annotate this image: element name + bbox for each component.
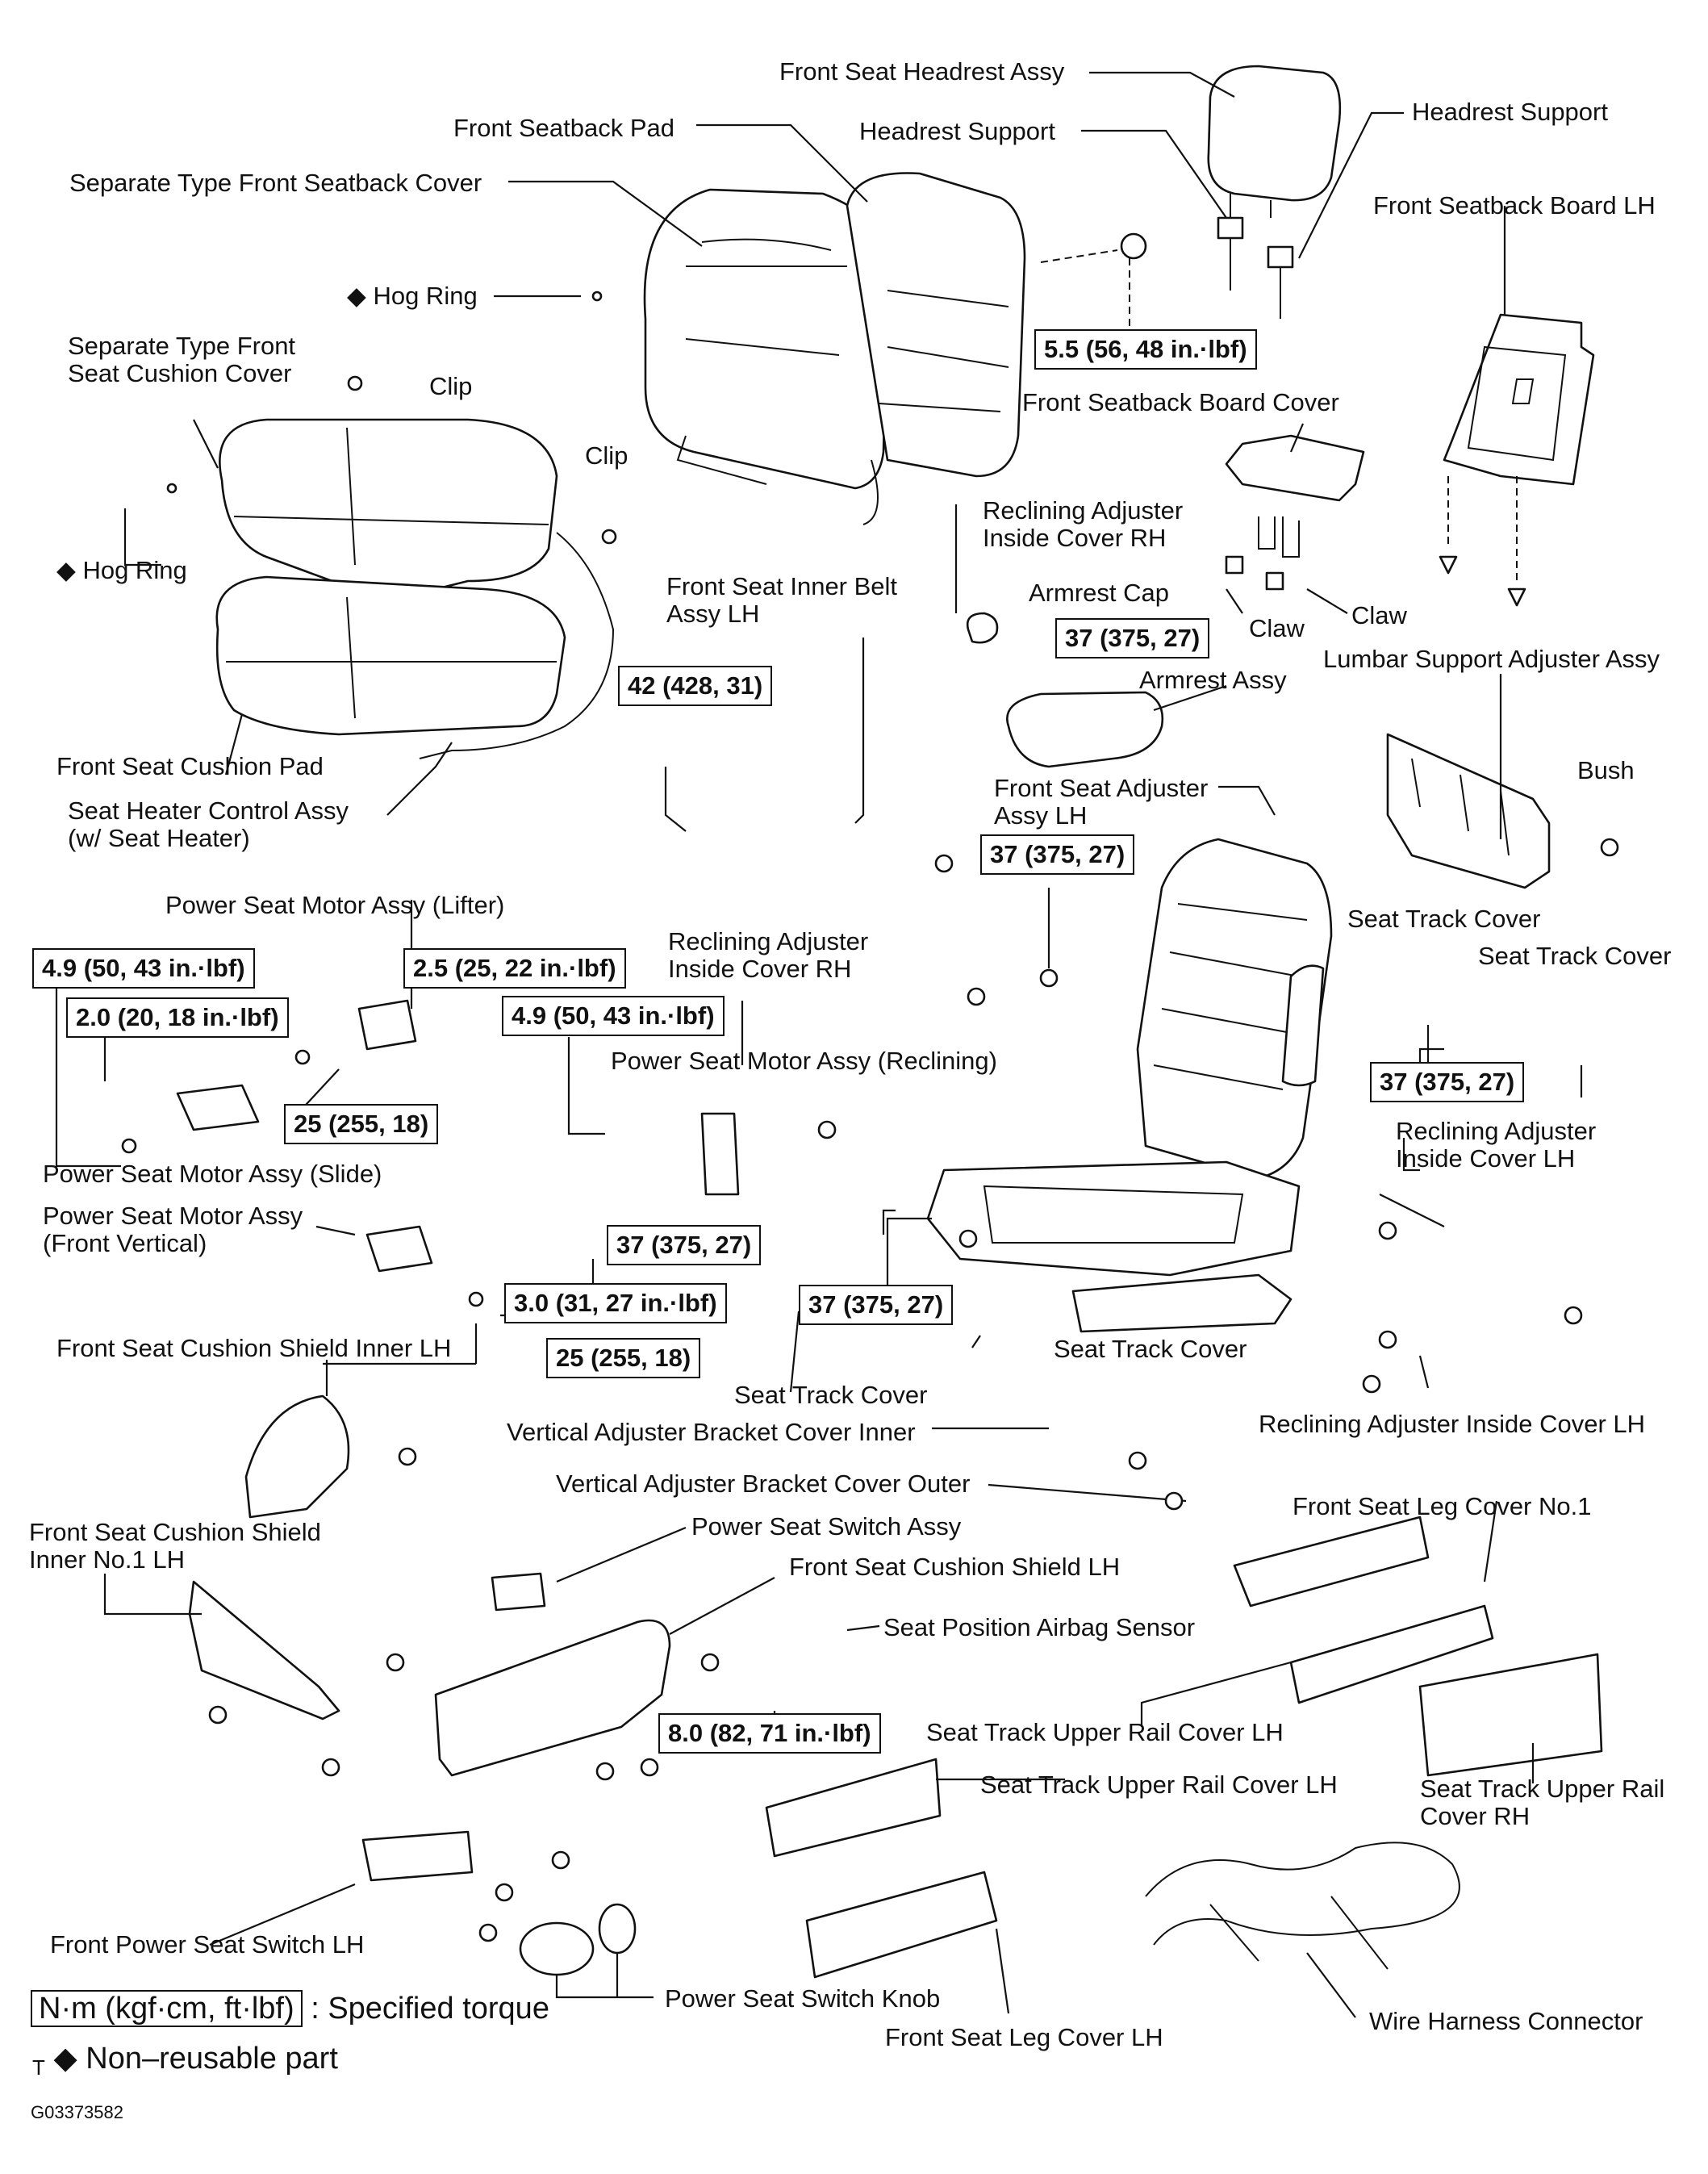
label-reclining-adjuster-inside-cover-lh: Reclining Adjuster Inside Cover LH <box>1396 1117 1597 1173</box>
label-wire-harness-connector: Wire Harness Connector <box>1369 2007 1643 2035</box>
label-seat-track-cover-a: Seat Track Cover <box>1347 905 1541 933</box>
label-seat-track-upper-rail-cover-lh-a: Seat Track Upper Rail Cover LH <box>926 1718 1284 1746</box>
torque-37-center: 37 (375, 27) <box>607 1225 762 1265</box>
torque-2-5: 2.5 (25, 22 in.·lbf) <box>403 948 626 989</box>
label-seat-track-cover-b: Seat Track Cover <box>1478 942 1672 970</box>
label-front-seatback-pad: Front Seatback Pad <box>453 114 674 142</box>
rail-covers-parts <box>765 1516 1603 1979</box>
label-reclining-adjuster-inside-cover-lh-b: Reclining Adjuster Inside Cover LH <box>1259 1410 1646 1438</box>
label-clip-b: Clip <box>585 441 628 470</box>
label-claw-a: Claw <box>1249 614 1305 642</box>
label-headrest-support-right: Headrest Support <box>1412 98 1608 126</box>
label-hog-ring-left: ◆ Hog Ring <box>56 557 187 584</box>
label-separate-type-seatback-cover: Separate Type Front Seatback Cover <box>69 169 482 197</box>
label-front-seat-leg-cover-lh: Front Seat Leg Cover LH <box>885 2023 1163 2051</box>
label-lumbar-support-adjuster-assy: Lumbar Support Adjuster Assy <box>1323 645 1660 673</box>
figure-code: G03373582 <box>31 2102 123 2122</box>
label-headrest-support-left: Headrest Support <box>859 117 1055 145</box>
label-front-seatback-board-lh: Front Seatback Board LH <box>1373 191 1656 219</box>
label-armrest-assy: Armrest Assy <box>1139 666 1287 694</box>
diamond-icon: ◆ <box>347 282 374 310</box>
label-vertical-adjuster-bracket-cover-outer: Vertical Adjuster Bracket Cover Outer <box>556 1470 971 1498</box>
torque-37-lower: 37 (375, 27) <box>799 1285 954 1325</box>
label-claw-b: Claw <box>1351 601 1407 629</box>
shields-parts <box>188 1394 671 1882</box>
seat-cushion-part <box>215 418 615 759</box>
label-front-power-seat-switch-lh: Front Power Seat Switch LH <box>50 1930 365 1959</box>
legend-torque-unit: N·m (kgf·cm, ft·lbf) <box>31 1990 303 2027</box>
label-seat-track-upper-rail-cover-rh: Seat Track Upper Rail Cover RH <box>1420 1775 1665 1830</box>
lumbar-support-part <box>1386 733 1551 889</box>
hog-ring-left-text: Hog Ring <box>82 556 187 584</box>
label-clip-a: Clip <box>429 372 473 400</box>
torque-8-0: 8.0 (82, 71 in.·lbf) <box>658 1713 881 1754</box>
label-power-seat-motor-lifter: Power Seat Motor Assy (Lifter) <box>165 891 505 919</box>
torque-3-0: 3.0 (31, 27 in.·lbf) <box>504 1283 727 1323</box>
headrest-part <box>1207 65 1342 319</box>
torque-42: 42 (428, 31) <box>618 666 773 706</box>
seat-adjuster-frame <box>926 838 1333 1333</box>
seatback-cover-part <box>643 172 1026 525</box>
legend-nonreusable-text: Non–reusable part <box>86 2042 338 2076</box>
armrest-part <box>966 612 1164 768</box>
board-cover-part <box>1225 434 1365 591</box>
torque-25-a: 25 (255, 18) <box>284 1104 439 1144</box>
label-front-seat-cushion-shield-lh: Front Seat Cushion Shield LH <box>789 1553 1121 1581</box>
label-front-seat-cushion-shield-inner-no1-lh: Front Seat Cushion Shield Inner No.1 LH <box>29 1518 321 1574</box>
wire-harness-part <box>1145 1842 1460 1970</box>
label-separate-type-cushion-cover: Separate Type Front Seat Cushion Cover <box>68 332 296 387</box>
torque-4-9-b: 4.9 (50, 43 in.·lbf) <box>502 996 725 1036</box>
label-front-seat-adjuster-assy-lh: Front Seat Adjuster Assy LH <box>994 774 1209 830</box>
label-front-seat-cushion-shield-inner-lh: Front Seat Cushion Shield Inner LH <box>56 1334 452 1362</box>
knobs-parts <box>519 1903 637 1976</box>
torque-25-b: 25 (255, 18) <box>546 1338 701 1378</box>
label-hog-ring-top: ◆ Hog Ring <box>347 282 478 310</box>
label-front-seatback-board-cover: Front Seatback Board Cover <box>1022 388 1339 416</box>
label-front-seat-inner-belt-assy-lh: Front Seat Inner Belt Assy LH <box>666 572 898 628</box>
label-reclining-adjuster-inside-cover-rh-top: Reclining Adjuster Inside Cover RH <box>983 496 1184 552</box>
label-power-seat-motor-front-vertical: Power Seat Motor Assy (Front Vertical) <box>43 1202 303 1257</box>
label-reclining-adjuster-inside-cover-rh-mid: Reclining Adjuster Inside Cover RH <box>668 927 869 983</box>
torque-37-armrest: 37 (375, 27) <box>1055 618 1210 658</box>
label-seat-heater-control-assy: Seat Heater Control Assy (w/ Seat Heater… <box>68 796 349 852</box>
label-front-seat-cushion-pad: Front Seat Cushion Pad <box>56 752 324 780</box>
label-bush: Bush <box>1577 756 1635 784</box>
diamond-icon: ◆ <box>53 2042 77 2076</box>
torque-37-track-cover: 37 (375, 27) <box>1370 1062 1525 1102</box>
label-seat-track-cover-d: Seat Track Cover <box>1054 1335 1247 1363</box>
legend-t-mark: T <box>32 2055 45 2080</box>
torque-37-adjuster: 37 (375, 27) <box>980 834 1135 875</box>
fasteners <box>121 232 1619 1942</box>
motors-parts <box>176 999 740 1273</box>
label-armrest-cap: Armrest Cap <box>1029 579 1169 607</box>
label-power-seat-motor-reclining: Power Seat Motor Assy (Reclining) <box>611 1047 997 1075</box>
label-vertical-adjuster-bracket-cover-inner: Vertical Adjuster Bracket Cover Inner <box>507 1418 916 1446</box>
label-seat-track-cover-c: Seat Track Cover <box>734 1381 928 1409</box>
label-seat-position-airbag-sensor: Seat Position Airbag Sensor <box>883 1613 1196 1641</box>
diamond-icon: ◆ <box>56 556 83 584</box>
label-front-seat-headrest-assy: Front Seat Headrest Assy <box>779 57 1065 86</box>
label-power-seat-switch-knob: Power Seat Switch Knob <box>665 1984 941 2013</box>
legend-torque: N·m (kgf·cm, ft·lbf) : Specified torque <box>31 1990 549 2027</box>
label-power-seat-switch-assy: Power Seat Switch Assy <box>691 1512 962 1541</box>
legend-torque-text: : Specified torque <box>311 1992 549 2026</box>
hog-ring-top-text: Hog Ring <box>373 282 478 310</box>
torque-5-5: 5.5 (56, 48 in.·lbf) <box>1034 329 1257 370</box>
legend-nonreusable: T ◆ Non–reusable part <box>32 2040 338 2080</box>
label-front-seat-leg-cover-no1: Front Seat Leg Cover No.1 <box>1292 1492 1592 1520</box>
label-power-seat-motor-slide: Power Seat Motor Assy (Slide) <box>43 1160 382 1188</box>
label-seat-track-upper-rail-cover-lh-b: Seat Track Upper Rail Cover LH <box>980 1771 1338 1799</box>
torque-2-0: 2.0 (20, 18 in.·lbf) <box>66 997 289 1038</box>
seatback-board-part <box>1439 313 1595 607</box>
torque-4-9-a: 4.9 (50, 43 in.·lbf) <box>32 948 255 989</box>
